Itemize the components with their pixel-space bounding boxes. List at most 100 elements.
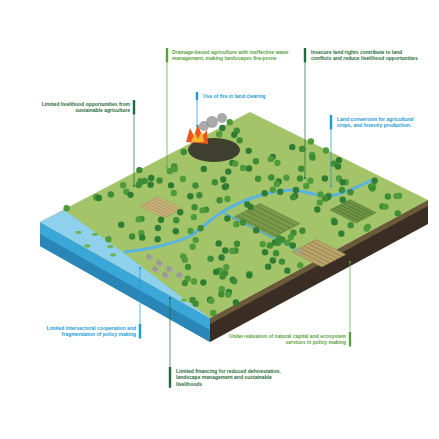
leader-dot (169, 297, 171, 299)
leader-line (305, 63, 306, 179)
tree-canopy (173, 228, 179, 234)
tree-canopy (223, 264, 229, 270)
tree-canopy (222, 184, 228, 190)
lily-pad (92, 233, 98, 236)
leader-line (331, 130, 332, 187)
tree-canopy (234, 240, 240, 246)
callout-label: Limited intersectoral cooperation and fr… (14, 325, 136, 338)
tree-canopy (364, 225, 370, 231)
callout-label: Insecure land rights contribute to land … (311, 49, 423, 62)
tree-canopy (231, 132, 237, 138)
tree-canopy (136, 167, 142, 173)
callout-bar (139, 324, 141, 339)
house-roof (146, 254, 153, 261)
field-row (155, 198, 179, 210)
leader-line (170, 298, 171, 367)
land-surface (40, 112, 428, 318)
tree-canopy (215, 240, 221, 246)
tree-canopy (338, 230, 344, 236)
tree-canopy (299, 146, 305, 152)
tree-canopy (240, 165, 246, 171)
tree-canopy (260, 241, 266, 247)
tree-canopy (277, 189, 283, 195)
callout-bar (169, 367, 171, 388)
tree-canopy (253, 227, 259, 233)
tree-canopy (167, 168, 173, 174)
tree-canopy (118, 221, 124, 227)
tree-canopy (168, 182, 174, 188)
tree-canopy (322, 195, 328, 201)
tree-canopy (227, 119, 233, 125)
tree-canopy (96, 195, 102, 201)
tree-canopy (232, 160, 238, 166)
callout-bar (133, 100, 135, 115)
house-roof (156, 260, 163, 267)
tree-canopy (210, 310, 216, 316)
tree-canopy (273, 250, 279, 256)
tree-canopy (196, 192, 202, 198)
tree-canopy (208, 298, 214, 304)
tree-canopy (213, 269, 219, 275)
field-row (251, 208, 291, 228)
tree-canopy (212, 179, 218, 185)
tree-canopy (340, 196, 346, 202)
tree-canopy (270, 187, 276, 193)
fire-flame (186, 124, 208, 144)
field-row (333, 208, 359, 221)
field-row (300, 248, 330, 263)
tree-canopy (265, 263, 271, 269)
tree-canopy (207, 256, 213, 262)
tree-canopy (148, 175, 154, 181)
tree-canopy (233, 299, 239, 305)
tree-canopy (268, 174, 274, 180)
house-roof (152, 266, 159, 273)
tree-canopy (322, 175, 328, 181)
field-row (149, 201, 173, 213)
tree-canopy (187, 228, 193, 234)
field-row (308, 244, 338, 259)
tree-canopy (307, 178, 313, 184)
tree-canopy (224, 215, 230, 221)
lily-pad (75, 231, 81, 234)
tree-canopy (298, 166, 304, 172)
leader-dot (133, 185, 135, 187)
tree-canopy (224, 196, 230, 202)
tree-canopy (274, 181, 280, 187)
leader-dot (349, 261, 351, 263)
tree-canopy (216, 197, 222, 203)
tree-canopy (218, 291, 224, 297)
callout-label: Drainage-based agriculture with ineffect… (172, 49, 290, 62)
field-row (255, 206, 295, 226)
field-row (340, 205, 366, 218)
tree-canopy (105, 236, 111, 242)
tree-canopy (347, 189, 353, 195)
lily-pad (181, 299, 187, 302)
tree-canopy (181, 149, 187, 155)
tree-canopy (225, 291, 231, 297)
tree-canopy (246, 272, 252, 278)
callout-bar (330, 115, 332, 130)
leader-line (134, 115, 135, 187)
leader-line (197, 100, 198, 126)
field-row (143, 204, 167, 216)
tree-canopy (218, 254, 224, 260)
tree-canopy (261, 190, 267, 196)
tree-canopy (262, 249, 268, 255)
tree-canopy (308, 138, 314, 144)
tree-canopy (136, 216, 142, 222)
tree-canopy (129, 233, 135, 239)
landscape (40, 112, 428, 342)
leader-dot (330, 185, 332, 187)
tree-canopy (193, 237, 199, 243)
tree-canopy (299, 228, 305, 234)
tree-canopy (231, 278, 237, 284)
tree-canopy (177, 209, 183, 215)
tree-canopy (216, 131, 222, 137)
field-row (304, 246, 334, 261)
leader-dot (304, 177, 306, 179)
tree-canopy (236, 137, 242, 143)
tree-canopy (180, 176, 186, 182)
field-row (343, 203, 369, 216)
tree-canopy (233, 221, 239, 227)
